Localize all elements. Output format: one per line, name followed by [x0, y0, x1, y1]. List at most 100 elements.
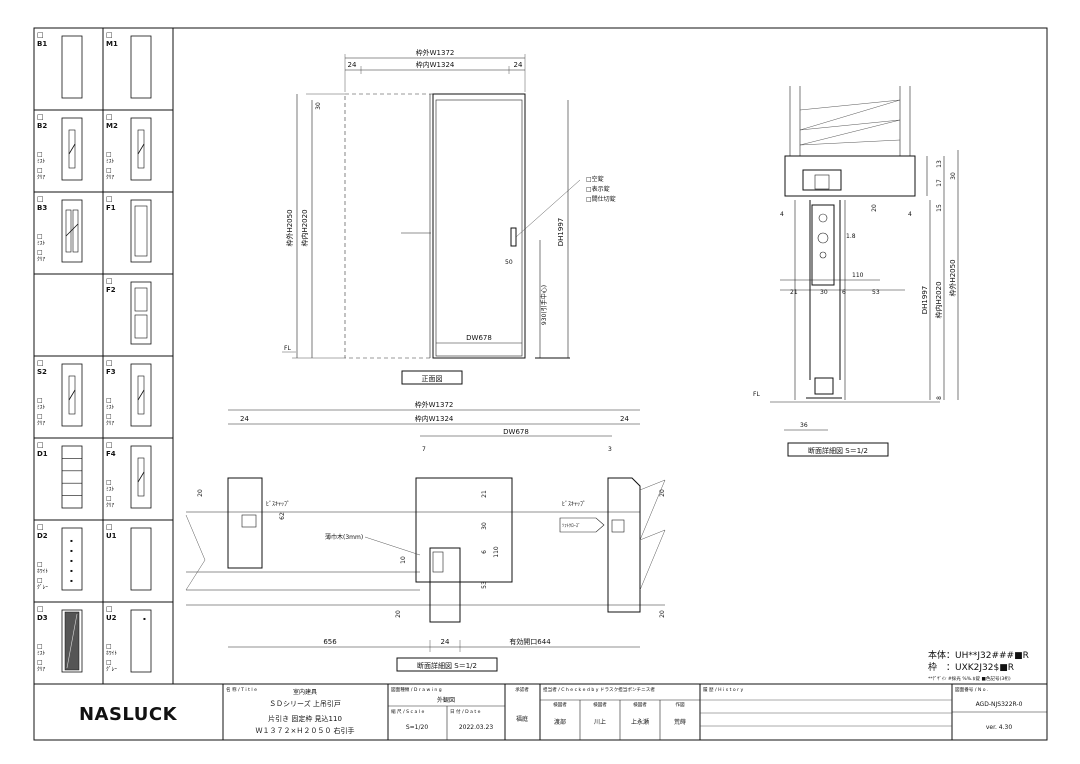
- plan-dim-53: 53: [481, 581, 488, 589]
- front-outer-height: 枠外H2050: [285, 209, 294, 246]
- variant-checkbox: □: [37, 195, 44, 203]
- variant-checkbox: □: [37, 523, 44, 531]
- spec-codes: 本体：UH**J32###■R 枠 ：UXK2J32$■R **ﾃﾞｻﾞｲﾝ #…: [928, 649, 1029, 682]
- plan-door-width: DW678: [503, 428, 529, 436]
- variant-tag: ｸﾞﾚｰ: [106, 666, 117, 673]
- variant-checkbox: □: [106, 359, 113, 367]
- variant-tag: ｸﾘｱ: [37, 420, 46, 427]
- variant-dot-mark: ▪: [70, 558, 73, 563]
- section-dim-21: 21: [790, 289, 798, 296]
- plan-dim-6: 6: [481, 550, 488, 554]
- variant-checkbox: □: [37, 113, 44, 121]
- section-dim-13: 13: [936, 160, 943, 168]
- front-outer-width: 枠外W1372: [416, 48, 455, 57]
- plan-dim-10: 10: [400, 556, 407, 564]
- variant-checkbox: □: [37, 359, 44, 367]
- variant-cell-b1: □B1: [37, 31, 83, 99]
- front-side-left: 24: [348, 61, 357, 69]
- variant-tag: ﾎﾜｲﾄ: [37, 568, 48, 575]
- variant-dot-mark: ▪: [70, 548, 73, 553]
- title-block: NASLUCK 名 称 / T i t l e 室内建具 ＳＤシリーズ 上吊引戸…: [79, 684, 1047, 740]
- drawing-type-label: 図面種類 / D r a w i n g: [391, 686, 442, 693]
- plan-dim-3: 3: [608, 446, 612, 453]
- variant-tag-checkbox: □: [106, 167, 112, 174]
- drawing-type-value: 外観図: [437, 696, 455, 704]
- front-floor-label: FL: [284, 345, 291, 352]
- variant-cell-f3: □F3□ﾐｽﾄ□ｸﾘｱ: [106, 359, 152, 427]
- spec-note: **ﾃﾞｻﾞｲﾝ #採光 %%.$錠 ■色記号(3桁): [928, 675, 1011, 682]
- variant-checkbox: □: [37, 605, 44, 613]
- person-1: 渡部: [554, 718, 566, 726]
- variant-code: S2: [37, 368, 47, 376]
- history-label: 履 歴 / H i s t o r y: [703, 687, 744, 693]
- person-4: 荒蒔: [674, 718, 686, 726]
- front-option-1: □空錠: [586, 175, 604, 183]
- variant-tag-checkbox: □: [106, 495, 112, 502]
- role-4: 作図: [675, 701, 685, 708]
- plan-dim-20d: 20: [659, 610, 666, 618]
- section-dim-17: 17: [936, 179, 943, 187]
- spec-frame: 枠 ：UXK2J32$■R: [928, 661, 1014, 673]
- plan-screw-cap-right: ﾋﾞｽｷｬｯﾌﾟ: [562, 501, 586, 508]
- variant-code: D1: [37, 450, 48, 458]
- plan-effective-opening: 有効開口644: [509, 637, 551, 646]
- spec-body: 本体：UH**J32###■R: [928, 649, 1029, 661]
- title-category: 室内建具: [293, 688, 317, 696]
- person-3: 上永瀬: [631, 718, 649, 726]
- variant-code: F3: [106, 368, 116, 376]
- approved-label: 承認者: [515, 686, 529, 693]
- title-series: ＳＤシリーズ 上吊引戸: [269, 699, 341, 708]
- variant-tag: ｸﾘｱ: [106, 174, 115, 181]
- variant-code: F4: [106, 450, 116, 458]
- title-desc-1: 片引き 固定枠 見込110: [268, 714, 342, 723]
- variant-code: B1: [37, 40, 47, 48]
- section-dim-4b: 4: [908, 211, 912, 218]
- variant-tag: ｸﾘｱ: [106, 420, 115, 427]
- variant-code: B3: [37, 204, 47, 212]
- variant-tag: ｸﾘｱ: [37, 666, 46, 673]
- section-dim-1-8: 1.8: [846, 233, 856, 240]
- variant-cell-s2: □S2□ﾐｽﾄ□ｸﾘｱ: [37, 359, 83, 427]
- front-handle-offset: 50: [505, 259, 513, 266]
- variant-code: U2: [106, 614, 117, 622]
- variant-code: M1: [106, 40, 118, 48]
- plan-dim-20b: 20: [659, 489, 666, 497]
- variant-tag-checkbox: □: [37, 413, 43, 420]
- front-option-3: □間仕切錠: [586, 195, 616, 203]
- variant-code: D3: [37, 614, 48, 622]
- role-2: 検図者: [593, 701, 607, 708]
- variant-tag-checkbox: □: [106, 479, 112, 486]
- vertical-section-detail: FL 13 17 30 15 DH1997 枠内H2020 枠外H2050 8 …: [753, 86, 959, 457]
- variant-checkbox: □: [106, 195, 113, 203]
- variant-cell-d3: □D3□ﾐｽﾄ□ｸﾘｱ: [37, 605, 83, 673]
- section-dim-110: 110: [852, 272, 864, 279]
- variant-checkbox: □: [106, 441, 113, 449]
- plan-dim-20c: 20: [395, 610, 402, 618]
- variant-tag: ﾐｽﾄ: [106, 486, 115, 493]
- plan-dim-21: 21: [481, 490, 488, 498]
- section-door-height: DH1997: [921, 286, 929, 314]
- variant-tag: ﾐｽﾄ: [37, 650, 46, 657]
- variant-dot-mark: ▪: [70, 568, 73, 573]
- variant-tag: ｸﾘｱ: [37, 256, 46, 263]
- variant-tag-checkbox: □: [37, 561, 43, 568]
- front-option-2: □表示錠: [586, 185, 610, 193]
- variant-tag: ｸﾘｱ: [106, 502, 115, 509]
- role-3: 検図者: [633, 701, 647, 708]
- section-dim-15: 15: [936, 204, 943, 212]
- front-top-gap: 30: [315, 102, 322, 110]
- plan-dim-24: 24: [441, 638, 450, 646]
- role-1: 検図者: [553, 701, 567, 708]
- section-floor-label: FL: [753, 391, 760, 398]
- variant-cell-u2: □U2▪□ﾎﾜｲﾄ□ｸﾞﾚｰ: [106, 605, 152, 673]
- approved-value: 福庭: [516, 715, 528, 723]
- variant-code: M2: [106, 122, 118, 130]
- variant-cell-b2: □B2□ﾐｽﾄ□ｸﾘｱ: [37, 113, 83, 181]
- variant-cell-f4: □F4□ﾐｽﾄ□ｸﾘｱ: [106, 441, 152, 509]
- variant-tag-checkbox: □: [37, 643, 43, 650]
- section-dim-20: 20: [871, 204, 878, 212]
- variant-code: B2: [37, 122, 47, 130]
- variant-cell-d2: □D2▪▪▪▪▪□ﾎﾜｲﾄ□ｸﾞﾚｰ: [37, 523, 83, 591]
- variant-tag-checkbox: □: [37, 249, 43, 256]
